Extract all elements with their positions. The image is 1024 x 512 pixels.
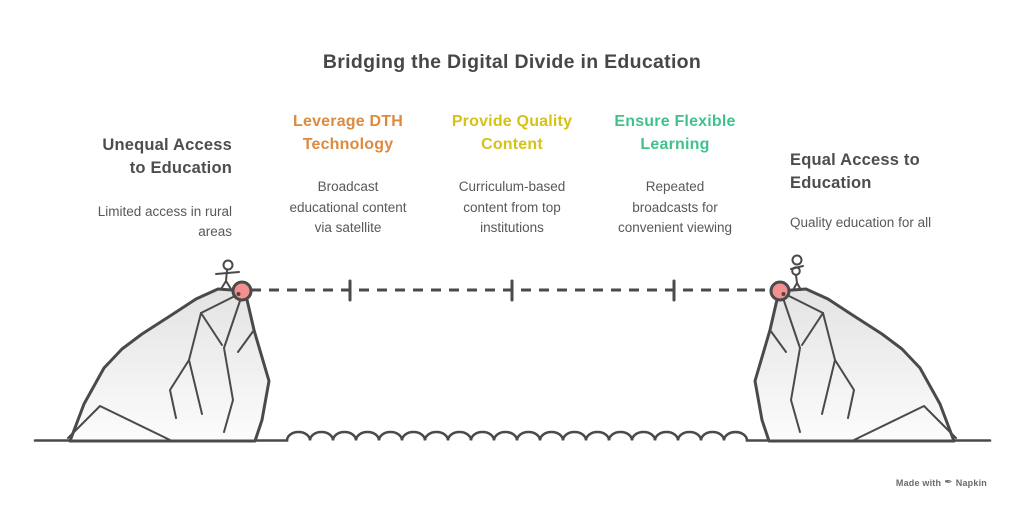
column-goal-body: Quality education for all <box>790 214 932 230</box>
column-problem-heading: Unequal Access to Education <box>102 136 232 178</box>
column-goal-heading: Equal Access to Education <box>790 151 920 193</box>
column-step-2: Provide Quality Content Curriculum-based… <box>432 111 592 238</box>
left-anchor-point <box>231 280 253 302</box>
column-step-3-heading: Ensure Flexible Learning <box>614 113 736 153</box>
right-cliff <box>753 287 958 443</box>
column-step-2-body: Curriculum-based content from top instit… <box>458 179 566 235</box>
column-step-1: Leverage DTH Technology Broadcast educat… <box>268 111 428 238</box>
left-cliff <box>67 287 271 443</box>
credit-made-with: Made with <box>895 478 942 488</box>
column-step-3: Ensure Flexible Learning Repeated broadc… <box>595 111 755 238</box>
left-person-figure <box>215 259 240 290</box>
column-step-3-body: Repeated broadcasts for convenient viewi… <box>617 179 733 235</box>
made-with-napkin-credit[interactable]: Made with ✒ Napkin <box>895 477 987 489</box>
column-problem: Unequal Access to Education Limited acce… <box>62 134 232 242</box>
credit-brand: Napkin <box>955 478 987 488</box>
ground-water-line <box>33 430 992 442</box>
column-problem-body: Limited access in rural areas <box>97 203 232 240</box>
bridge-dashed-line <box>251 279 771 302</box>
pen-icon: ✒ <box>944 477 953 488</box>
right-person-figure <box>790 254 804 291</box>
column-step-1-body: Broadcast educational content via satell… <box>289 179 407 235</box>
column-step-2-heading: Provide Quality Content <box>451 113 573 153</box>
bridge-illustration <box>33 254 992 443</box>
diagram-title: Bridging the Digital Divide in Education <box>322 51 702 73</box>
column-goal: Equal Access to Education Quality educat… <box>790 149 975 233</box>
column-step-1-heading: Leverage DTH Technology <box>293 113 403 153</box>
right-anchor-point <box>769 280 791 302</box>
